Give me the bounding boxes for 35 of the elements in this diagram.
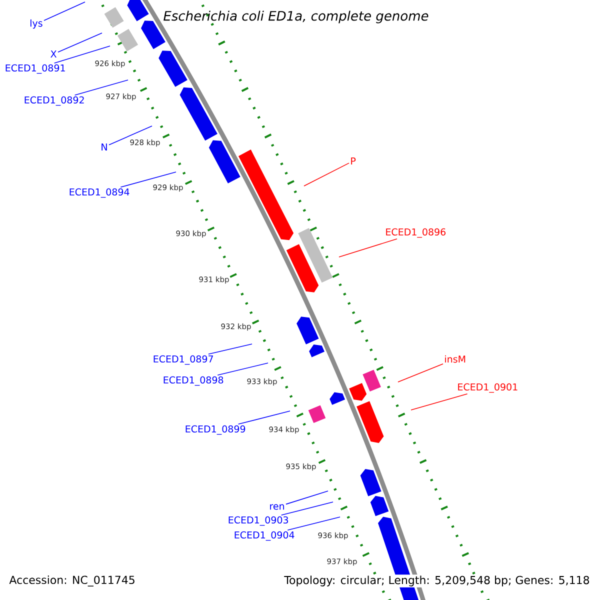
leader-line [44,2,86,21]
gene-label: lys [30,19,42,29]
gene-label: N [102,144,107,150]
leader-line [54,46,110,64]
leader-line [58,32,102,52]
gene-label: ECED1_0901 [458,383,518,393]
gene-label: ECED1_0897 [154,355,213,365]
leader-line [286,490,328,505]
leader-line [238,410,290,425]
leader-line [338,238,398,258]
footer-text: Accession: NC_011745 [8,574,136,588]
leader-line [120,172,176,188]
gene-label: ECED1_0894 [70,188,130,198]
gene-label: ren [270,504,284,510]
leader-line [217,362,268,376]
footer-text: Topology: circular; Length: 5,209,548 bp; Genes: 5,118 [283,574,591,588]
leader-line [208,344,252,355]
leader-line [410,393,468,410]
gene-label: ECED1_0891 [6,64,65,74]
gene-label: P [351,158,356,164]
title: Escherichia coli ED1a, complete genome [164,10,428,24]
gene-label: ECED1_0899 [186,425,246,435]
gene-label: ECED1_0904 [234,531,294,541]
leader-line [287,516,340,531]
gene-label: ECED1_0896 [386,228,446,238]
gene-label: ECED1_0892 [24,96,84,106]
gene-label: ECED1_0903 [228,516,288,526]
gene-label: insM [445,355,466,363]
leader-line [304,162,350,186]
leader-line [398,363,444,382]
gene-label: X [50,50,56,58]
leader-line [74,80,128,96]
gene-label: ECED1_0898 [164,376,224,386]
leader-line [280,502,334,516]
leader-line [108,126,152,146]
